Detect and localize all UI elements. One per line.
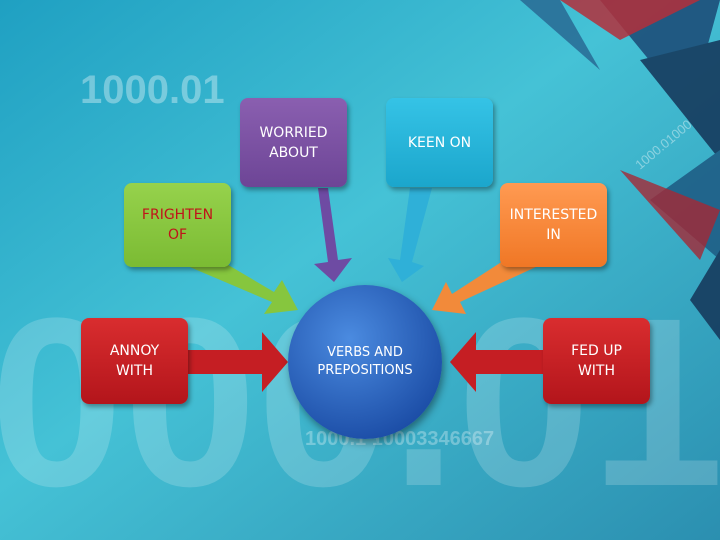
node-keen-on: KEEN ON <box>386 98 493 187</box>
node-interested-in-label: INTERESTED IN <box>509 207 598 243</box>
node-worried-about-label: WORRIED ABOUT <box>259 124 328 161</box>
node-fed-up-with-label: FED UP WITH <box>571 343 622 379</box>
node-worried-about: WORRIED ABOUT <box>240 98 347 187</box>
node-interested-in: INTERESTED IN <box>500 183 607 267</box>
decorative-shards <box>520 0 720 340</box>
node-annoy-with-label: ANNOY WITH <box>109 343 160 379</box>
node-frighten-of-label: FRIGHTEN OF <box>141 207 214 243</box>
node-fed-up-with: FED UP WITH <box>543 318 650 404</box>
node-keen-on-label: KEEN ON <box>407 134 472 151</box>
node-frighten-of: FRIGHTEN OF <box>124 183 231 267</box>
center-node-verbs-and-prepositions: VERBS AND PREPOSITIONS <box>288 285 442 439</box>
node-annoy-with: ANNOY WITH <box>81 318 188 404</box>
center-node-label: VERBS AND PREPOSITIONS <box>317 345 413 378</box>
watermark-small: 1000.01 <box>80 68 225 112</box>
